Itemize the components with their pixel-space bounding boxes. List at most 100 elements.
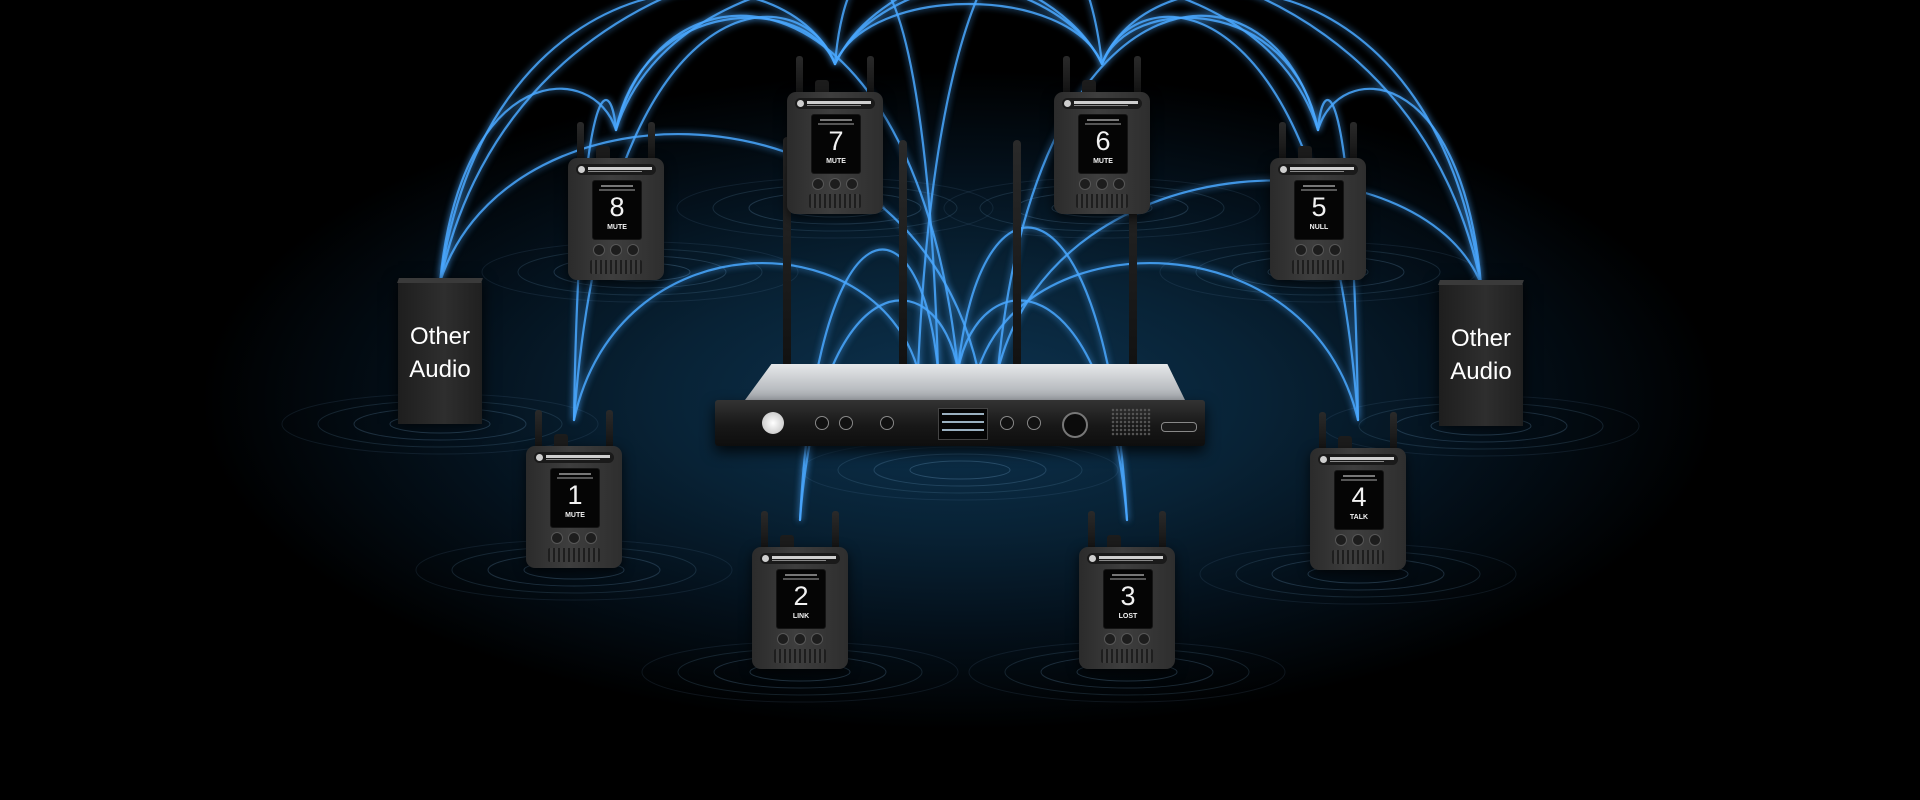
brand-logo <box>1062 98 1142 109</box>
beltpack-number: 3 <box>1120 581 1136 611</box>
signal-arc <box>1100 16 1320 132</box>
signal-arc <box>1316 87 1483 286</box>
speaker-grill <box>1111 408 1151 436</box>
beltpack-status: NULL <box>1309 224 1329 231</box>
beltpack-number: 2 <box>793 581 809 611</box>
volume-knob <box>1062 412 1088 438</box>
antenna <box>1350 122 1357 162</box>
beltpack-number: 5 <box>1311 192 1327 222</box>
beltpack-status: LINK <box>792 613 810 620</box>
speaker-grill <box>1332 550 1384 564</box>
signal-arc <box>833 0 1483 286</box>
other-audio-label: Other <box>409 323 471 350</box>
signal-arc <box>438 0 1104 284</box>
base-display <box>938 408 988 440</box>
speaker-grill <box>1076 194 1128 208</box>
base-station-top <box>745 364 1185 400</box>
speaker-grill <box>774 649 826 663</box>
base-antenna <box>1013 140 1021 371</box>
panel-button <box>1000 416 1014 430</box>
signal-arc <box>996 14 1320 372</box>
base-logo <box>1161 422 1197 432</box>
ripple-ring <box>909 460 1011 480</box>
brand-logo <box>576 164 656 175</box>
beltpack-number: 6 <box>1095 126 1111 156</box>
beltpack-status: LOST <box>1118 613 1138 620</box>
signal-arc <box>833 2 1104 66</box>
antenna <box>577 122 584 162</box>
beltpack-number: 4 <box>1351 482 1367 512</box>
antenna <box>1063 56 1070 96</box>
panel-button <box>839 416 853 430</box>
signal-arc <box>1100 0 1483 286</box>
beltpack-buttons <box>752 633 848 645</box>
base-antenna <box>783 137 791 371</box>
headset-jack-knob <box>762 412 784 434</box>
signal-arc <box>572 99 618 422</box>
signal-arc <box>833 0 940 372</box>
antenna <box>535 410 542 450</box>
beltpack-number: 1 <box>567 480 583 510</box>
beltpack-status: TALK <box>1349 514 1369 521</box>
antenna <box>606 410 613 450</box>
other-audio-label: Other <box>1450 325 1512 352</box>
beltpack-number: 7 <box>828 126 844 156</box>
antenna <box>1390 412 1397 452</box>
signal-arc <box>438 87 618 284</box>
signal-arc <box>976 261 1360 422</box>
speaker-grill <box>590 260 642 274</box>
base-antenna <box>1129 137 1137 371</box>
speaker-grill <box>1292 260 1344 274</box>
antenna <box>832 511 839 551</box>
signal-arc <box>916 0 1104 372</box>
beltpack-buttons <box>1079 633 1175 645</box>
antenna <box>761 511 768 551</box>
antenna <box>1159 511 1166 551</box>
beltpack-status: MUTE <box>565 512 585 519</box>
signal-arc <box>614 0 1104 132</box>
signal-arc <box>614 16 837 132</box>
antenna <box>1279 122 1286 162</box>
speaker-grill <box>1101 649 1153 663</box>
antenna <box>648 122 655 162</box>
beltpack-status: MUTE <box>607 224 627 231</box>
panel-button <box>880 416 894 430</box>
brand-logo <box>534 452 614 463</box>
signal-arc <box>438 0 837 284</box>
other-audio-label: Audio <box>1450 358 1512 385</box>
speaker-grill <box>548 548 600 562</box>
beltpack-buttons <box>1310 534 1406 546</box>
antenna <box>867 56 874 96</box>
beltpack-buttons <box>526 532 622 544</box>
signal-arc <box>833 0 1320 132</box>
brand-logo <box>795 98 875 109</box>
panel-button <box>815 416 829 430</box>
brand-logo <box>1318 454 1398 465</box>
signal-arcs <box>438 0 1483 522</box>
signal-arc <box>438 132 980 372</box>
base-antenna <box>899 140 907 371</box>
beltpack-buttons <box>787 178 883 190</box>
